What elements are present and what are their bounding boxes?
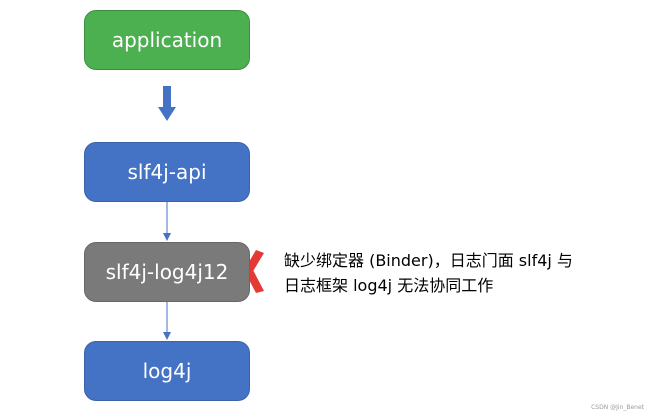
node-binder: slf4j-log4j12	[84, 242, 250, 302]
node-log4j-label: log4j	[142, 359, 192, 383]
node-log4j: log4j	[84, 341, 250, 401]
missing-binder-annotation: 缺少绑定器 (Binder)，日志门面 slf4j 与 日志框架 log4j 无…	[284, 248, 624, 298]
node-application: application	[84, 10, 250, 70]
node-application-label: application	[111, 28, 223, 52]
watermark: CSDN @Jin_Benet	[591, 404, 644, 411]
node-binder-label: slf4j-log4j12	[105, 260, 229, 284]
node-slf4j-api: slf4j-api	[84, 142, 250, 202]
block-arrow-down	[158, 86, 176, 121]
node-slf4j-api-label: slf4j-api	[127, 160, 207, 184]
annotation-line-1: 缺少绑定器 (Binder)，日志门面 slf4j 与	[284, 251, 573, 270]
annotation-line-2: 日志框架 log4j 无法协同工作	[284, 276, 494, 295]
